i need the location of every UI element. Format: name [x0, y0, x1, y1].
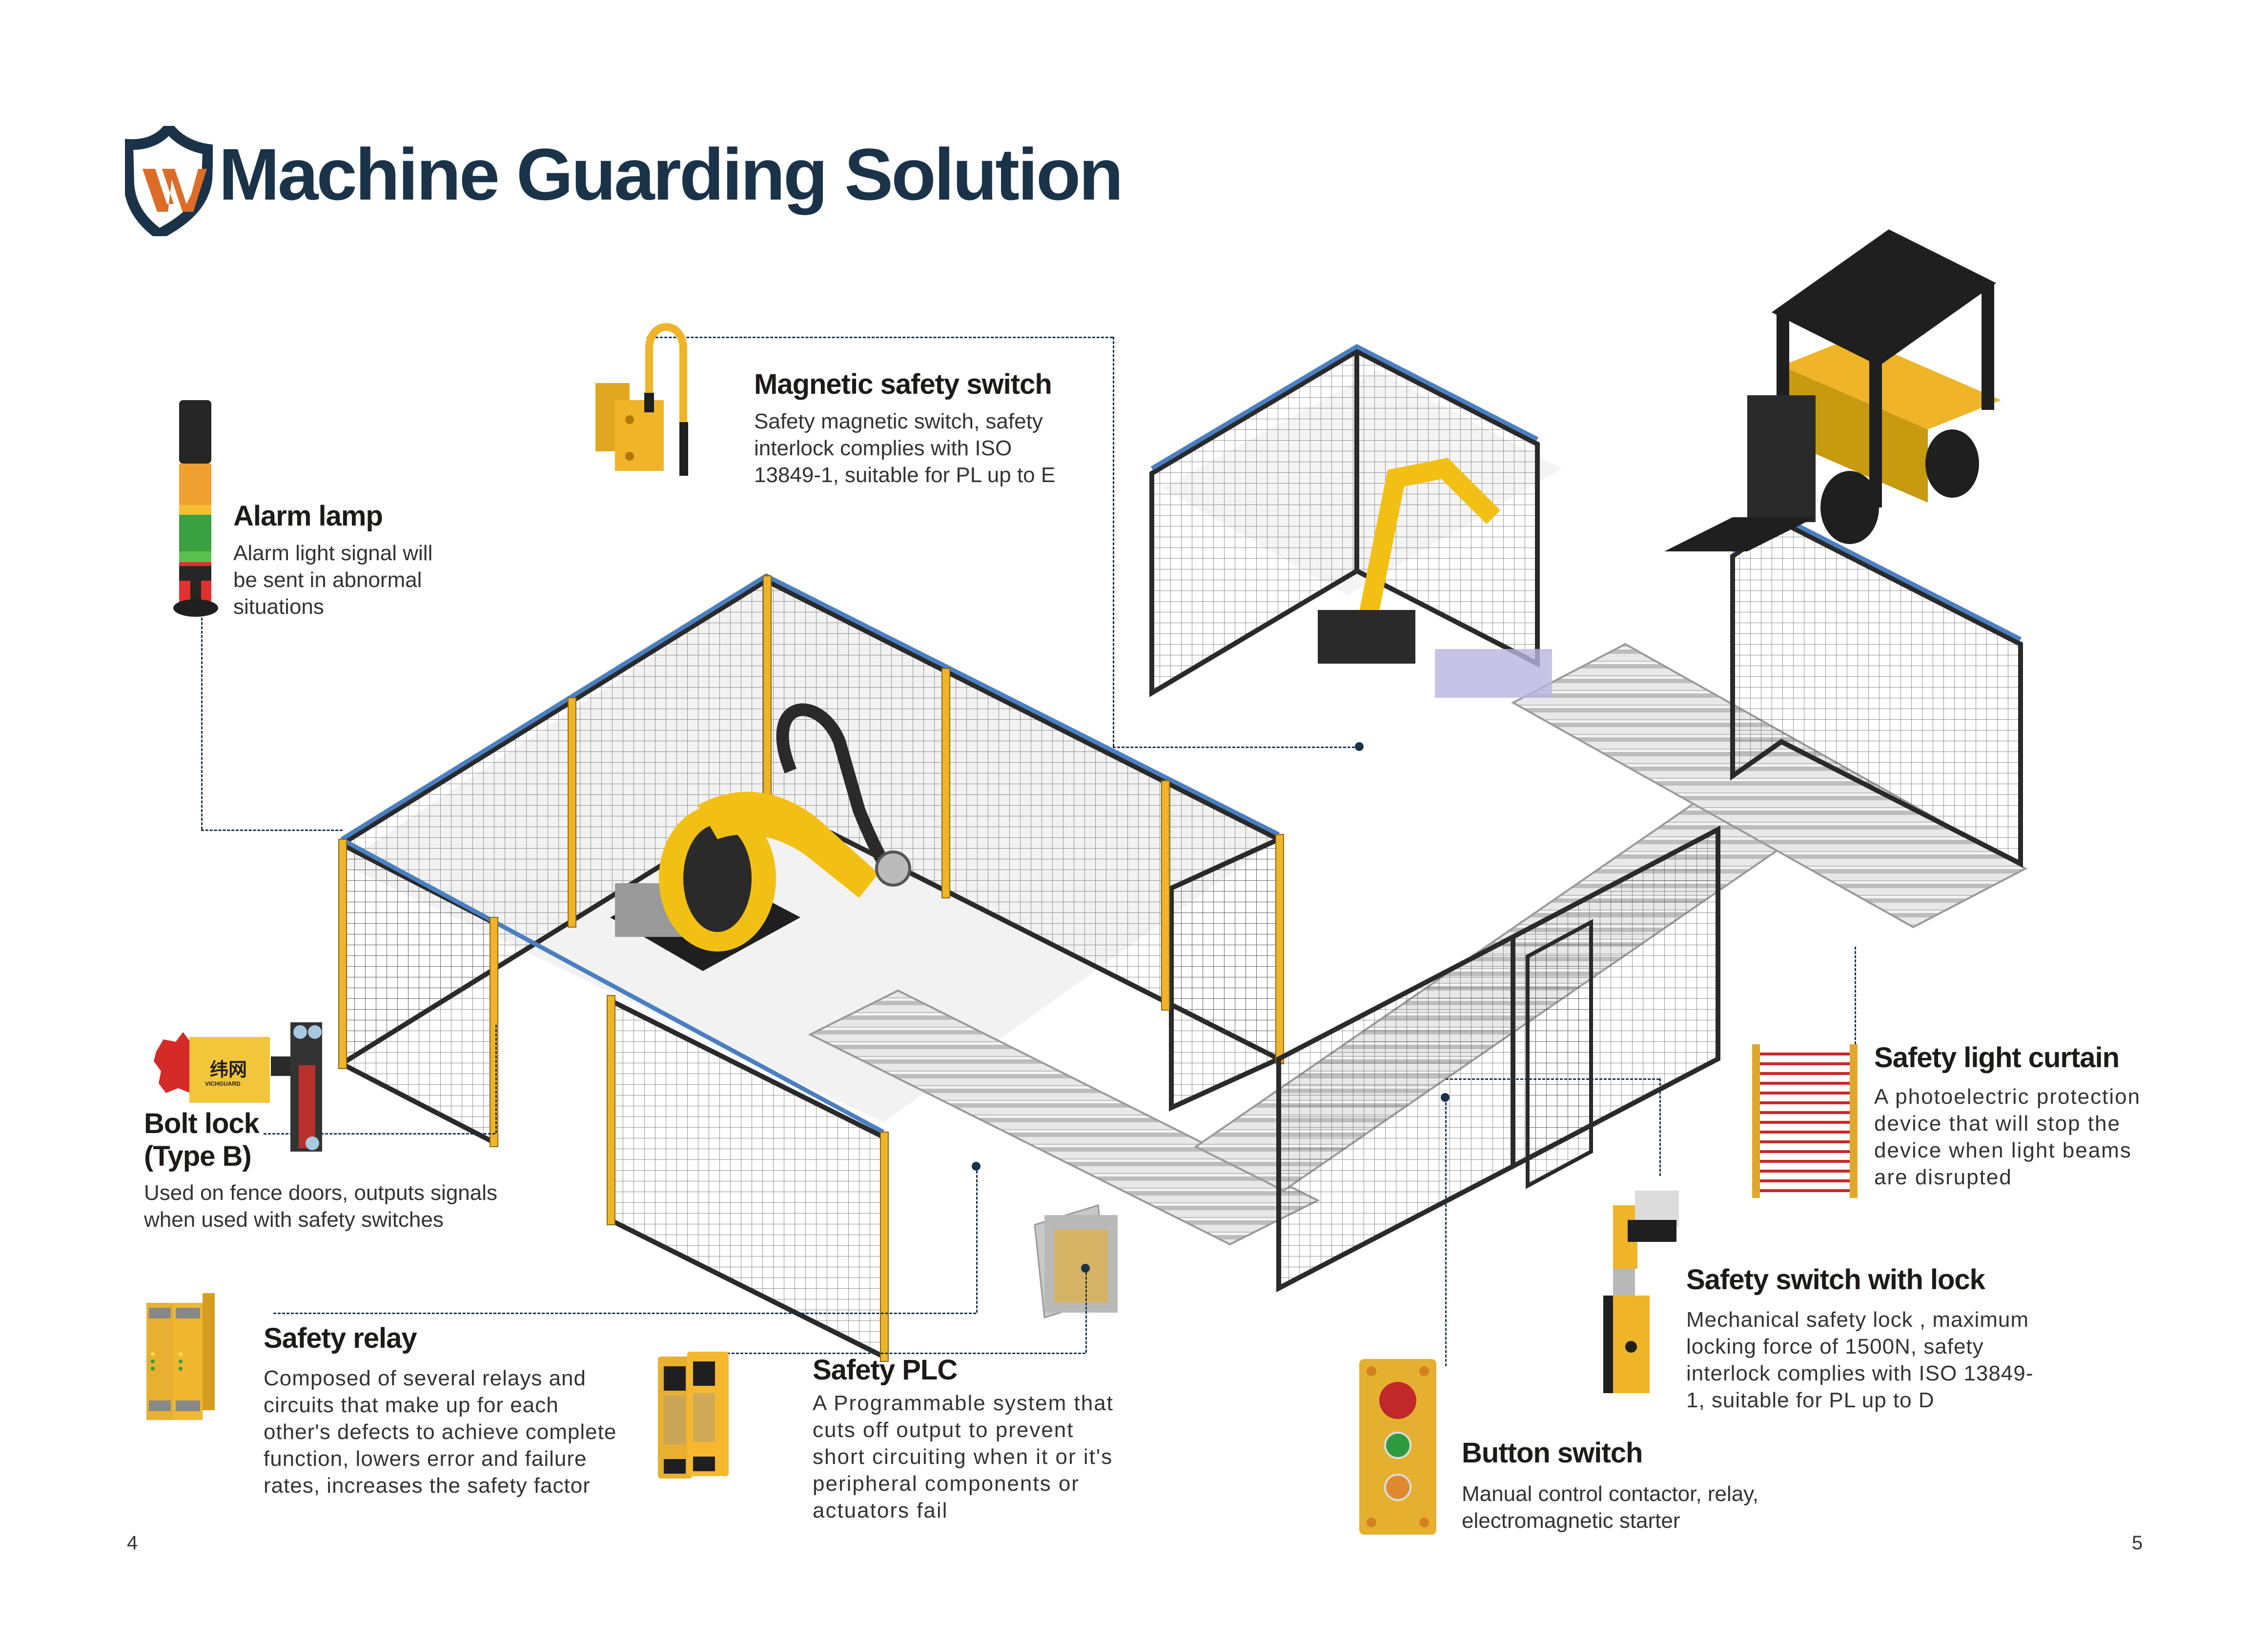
fence-posts: [338, 575, 1284, 1362]
callout-desc: Alarm light signal will be sent in abnor…: [233, 540, 432, 620]
bolt-lock-brand-en: VICHGUARD: [205, 1080, 241, 1087]
callout-safety-plc: Safety PLC A Programmable system that cu…: [813, 1354, 1114, 1524]
shield-w-logo-icon: [125, 126, 213, 236]
safety-plc-icon: [658, 1352, 729, 1479]
callout-title: Safety switch with lock: [1686, 1264, 1985, 1296]
page-number-right: 5: [2132, 1532, 2143, 1554]
callout-title: Button switch: [1462, 1437, 1643, 1469]
desc-line: A Programmable system that: [813, 1391, 1114, 1415]
callout-desc: Manual control contactor, relay, electro…: [1462, 1480, 1758, 1534]
desc-line: function, lowers error and failure: [264, 1446, 587, 1471]
callout-title: Magnetic safety switch: [754, 368, 1052, 400]
alarm-lamp-base: [173, 566, 218, 617]
desc-line: when used with safety switches: [144, 1208, 444, 1232]
desc-line: actuators fail: [813, 1498, 948, 1522]
bolt-lock-brand-cn: 纬网: [210, 1060, 247, 1080]
callout-safety-light-curtain: Safety light curtain A photoelectric pro…: [1874, 1042, 2141, 1191]
desc-line: Used on fence doors, outputs signals: [144, 1181, 498, 1205]
callout-desc: Mechanical safety lock , maximum locking…: [1686, 1306, 2033, 1414]
callout-desc: A Programmable system that cuts off outp…: [813, 1390, 1114, 1524]
desc-line: are disrupted: [1874, 1165, 2012, 1189]
callout-safety-relay: Safety relay Composed of several relays …: [264, 1322, 616, 1499]
callout-safety-switch-with-lock: Safety switch with lock Mechanical safet…: [1686, 1264, 2033, 1414]
forklift: [1664, 229, 2001, 551]
callout-bolt-lock: Bolt lock (Type B) Used on fence doors, …: [144, 1108, 497, 1233]
desc-line: 13849-1, suitable for PL up to E: [754, 463, 1056, 487]
desc-line: device when light beams: [1874, 1138, 2132, 1162]
page-title: Machine Guarding Solution: [219, 133, 1124, 215]
fence-right-cell: [1276, 514, 2023, 1293]
callout-title: Safety light curtain: [1874, 1042, 2120, 1074]
bolt-lock-icon: 纬网 VICHGUARD: [154, 1022, 322, 1152]
desc-line: circuits that make up for each: [264, 1393, 559, 1417]
desc-line: 1, suitable for PL up to D: [1686, 1388, 1935, 1412]
callout-title: Alarm lamp: [233, 500, 383, 532]
light-beams: [1760, 1053, 1850, 1192]
desc-line: Manual control contactor, relay,: [1462, 1481, 1759, 1506]
desc-line: interlock complies with ISO 13849-: [1686, 1361, 2034, 1385]
light-curtain-icon: [1752, 1044, 1858, 1198]
callout-desc: Used on fence doors, outputs signals whe…: [144, 1179, 497, 1233]
desc-line: electromagnetic starter: [1462, 1508, 1680, 1533]
desc-line: be sent in abnormal: [233, 568, 422, 592]
button-switch-icon: [1359, 1359, 1436, 1535]
desc-line: peripheral components or: [813, 1471, 1080, 1496]
desc-line: Composed of several relays and: [264, 1366, 586, 1390]
callout-alarm-lamp: Alarm lamp Alarm light signal will be se…: [233, 500, 432, 620]
desc-line: interlock complies with ISO: [754, 436, 1012, 460]
callout-title-line1: Bolt lock: [144, 1108, 260, 1139]
electrical-cabinet: [1034, 1204, 1118, 1318]
desc-line: locking force of 1500N, safety: [1686, 1334, 1984, 1358]
desc-line: Mechanical safety lock , maximum: [1686, 1307, 2029, 1332]
magnetic-switch-icon: [595, 323, 688, 476]
desc-line: device that will stop the: [1874, 1111, 2121, 1135]
desc-line: cuts off output to prevent: [813, 1418, 1074, 1442]
callout-title: Safety relay: [264, 1322, 417, 1354]
callout-desc: Composed of several relays and circuits …: [264, 1365, 616, 1499]
fence-back-cell: [1149, 344, 1552, 698]
callout-desc: A photoelectric protection device that w…: [1874, 1083, 2141, 1191]
desc-line: Alarm light signal will: [233, 541, 433, 565]
callout-title: Safety PLC: [813, 1354, 958, 1386]
desc-line: Safety magnetic switch, safety: [754, 409, 1043, 433]
industrial-robot: [610, 703, 911, 971]
desc-line: other's defects to achieve complete: [264, 1419, 617, 1444]
fence-main-cell: [339, 573, 1281, 1361]
desc-line: situations: [233, 594, 324, 619]
safety-switch-lock-icon: [1603, 1191, 1679, 1393]
callout-magnetic-safety-switch: Magnetic safety switch Safety magnetic s…: [754, 368, 1055, 488]
safety-relay-icon: [146, 1293, 215, 1420]
callout-button-switch: Button switch Manual control contactor, …: [1462, 1437, 1758, 1534]
callout-title-line2: (Type B): [144, 1140, 252, 1172]
page-number-left: 4: [127, 1532, 138, 1554]
callout-desc: Safety magnetic switch, safety interlock…: [754, 408, 1055, 488]
desc-line: rates, increases the safety factor: [264, 1473, 591, 1498]
desc-line: A photoelectric protection: [1874, 1084, 2141, 1109]
desc-line: short circuiting when it or it's: [813, 1444, 1113, 1469]
